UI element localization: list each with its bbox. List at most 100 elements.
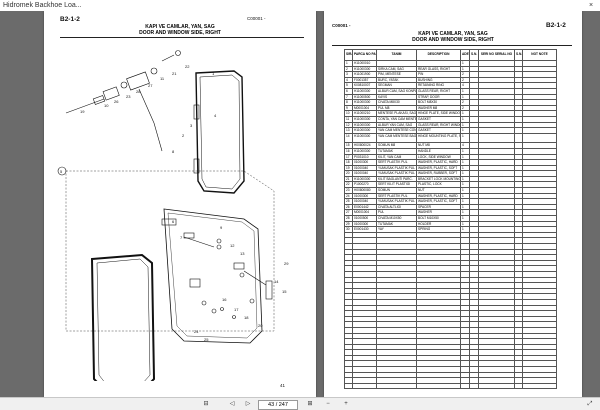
table-cell	[478, 132, 515, 144]
table-cell	[478, 382, 515, 390]
table-cell	[522, 271, 557, 278]
table-row-empty	[344, 304, 557, 312]
callout: 22	[185, 64, 190, 69]
page-left: B2-1-2 C00001 - KAPI VE CAMLAR, YAN, SAG…	[44, 11, 316, 397]
table-cell	[522, 332, 557, 340]
table-cell	[522, 377, 557, 384]
table-cell: YAN CAM MENTESE BAGL. SAG	[376, 132, 417, 144]
table-row-empty	[344, 354, 557, 362]
document-viewer[interactable]: B2-1-2 C00001 - KAPI VE CAMLAR, YAN, SAG…	[0, 11, 600, 397]
table-cell	[522, 282, 557, 289]
table-cell: 1	[460, 132, 470, 144]
callout: 29	[284, 261, 289, 266]
callout: 10	[104, 103, 109, 108]
table-row-empty	[344, 271, 557, 278]
callout: 14	[274, 279, 279, 284]
table-row-empty	[344, 287, 557, 295]
zoom-in-button[interactable]: +	[344, 401, 348, 407]
right-title-en: DOOR AND WINDOW SIDE, RIGHT	[412, 37, 494, 43]
fit-page-button[interactable]: ⊟	[203, 401, 209, 407]
table-cell	[522, 110, 557, 117]
col-header: TANIM	[376, 49, 417, 61]
table-cell	[522, 354, 557, 362]
table-cell	[522, 88, 557, 95]
fullscreen-button[interactable]: ⤢	[587, 401, 593, 407]
table-cell	[469, 132, 479, 144]
table-row-empty	[344, 332, 557, 340]
table-cell	[522, 304, 557, 312]
table-row-empty	[344, 377, 557, 384]
table-cell	[522, 71, 557, 78]
table-cell	[522, 82, 557, 89]
table-cell: H11000300	[352, 132, 377, 144]
viewer-toolbar: ⊟ ◁ ▷ 43 / 247 ⊞ − + ⤢	[0, 397, 600, 410]
callout: 6	[172, 219, 175, 224]
table-cell	[522, 349, 557, 356]
table-row-empty	[344, 315, 557, 323]
left-section-code: B2-1-2	[60, 16, 80, 23]
table-cell	[522, 310, 557, 317]
table-cell: CONTA, YAN CAM MENTESE	[376, 115, 417, 123]
table-cell: KILIT BAGLANTI PARC.	[376, 175, 417, 183]
table-cell	[522, 321, 557, 328]
callout: 19	[80, 109, 85, 114]
table-cell	[522, 338, 557, 345]
table-cell	[522, 326, 557, 334]
table-cell	[522, 104, 557, 112]
table-cell	[522, 293, 557, 300]
table-cell: YUMUSAK PLASTIK PUL	[376, 170, 417, 177]
table-cell	[514, 132, 523, 144]
window-title: Hidromek Backhoe Loa...	[3, 2, 82, 9]
table-cell	[522, 371, 557, 379]
fit-width-button[interactable]: ⊞	[307, 401, 313, 407]
table-cell: BRACKET LOCK MOUNTING	[416, 175, 461, 183]
callout: 2	[182, 133, 185, 138]
table-row-empty	[344, 298, 557, 306]
table-row-empty	[344, 282, 557, 289]
col-header: S.N. NO	[469, 49, 479, 61]
table-cell: HINGE PLATE, SIDE WINDOW	[416, 110, 461, 117]
table-cell	[522, 315, 557, 323]
table-row-empty	[344, 265, 557, 272]
callout: 21	[172, 71, 177, 76]
table-cell	[352, 382, 377, 390]
callout: 27	[148, 83, 153, 88]
prev-page-button[interactable]: ◁	[229, 401, 235, 407]
table-cell	[522, 254, 557, 261]
next-page-button[interactable]: ▷	[245, 401, 251, 407]
table-cell	[522, 99, 557, 106]
callout: 1	[212, 71, 215, 76]
table-row-empty	[344, 321, 557, 328]
callout: 16	[222, 297, 227, 302]
table-row-empty	[344, 310, 557, 317]
callout: 17	[234, 307, 239, 312]
table-row-empty	[344, 360, 557, 368]
zoom-out-button[interactable]: −	[326, 401, 330, 407]
table-cell	[460, 382, 470, 390]
callout: 8	[172, 149, 175, 154]
left-page-number: 41	[280, 383, 286, 388]
table-cell: ALBUR YAN CAM, SAG	[376, 121, 417, 129]
table-cell	[514, 382, 523, 390]
table-cell	[522, 287, 557, 295]
col-header: PARCA NO PART NO	[352, 49, 377, 61]
close-window-button[interactable]: ×	[589, 2, 594, 9]
callout: 3	[190, 123, 193, 128]
table-row-empty	[344, 366, 557, 373]
callout: 11	[160, 76, 165, 81]
col-header: NOT NOTE	[522, 49, 557, 61]
right-section-code: B2-1-2	[546, 22, 566, 29]
table-cell	[522, 76, 557, 84]
table-row-empty	[344, 349, 557, 356]
table-cell: ALBUR CAM, SAG KONPLE	[376, 88, 417, 95]
